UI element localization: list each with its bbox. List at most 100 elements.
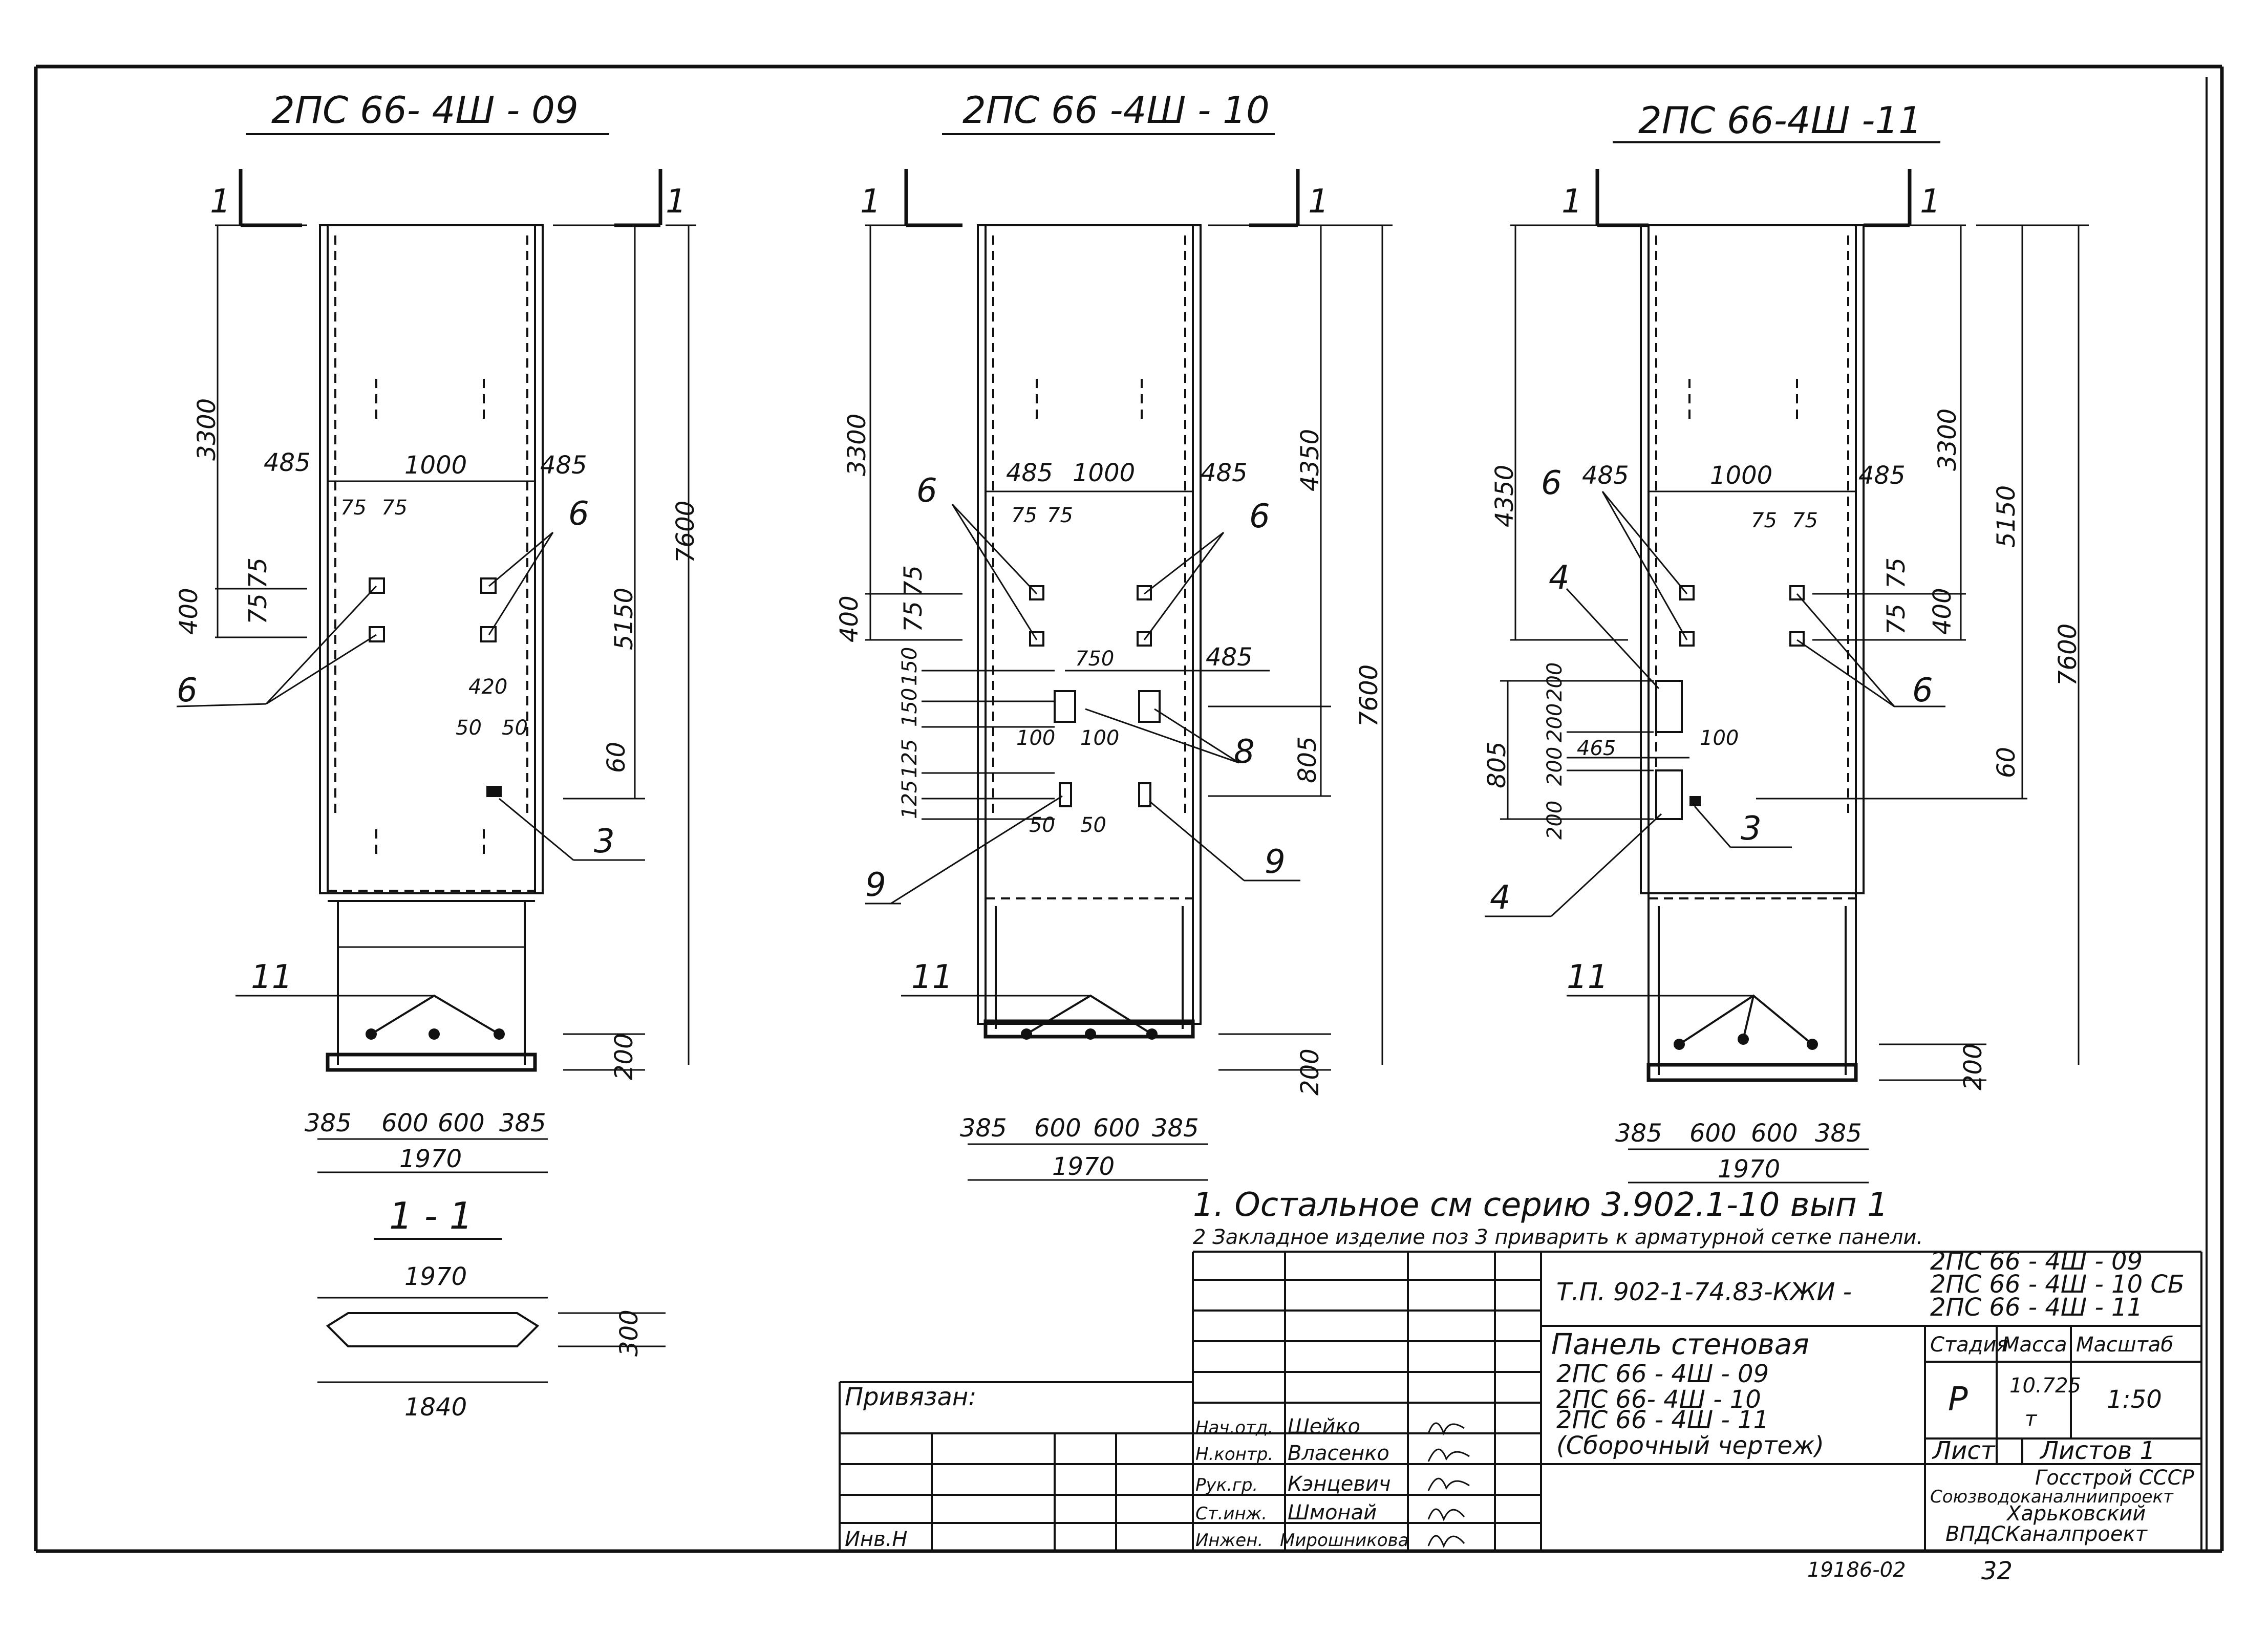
p2-dim-100b: 100 <box>1080 726 1119 750</box>
p3-dim-400: 400 <box>1928 588 1957 635</box>
panel-1-cut-left: 1 <box>210 183 231 221</box>
p1-dim-b2: 600 <box>381 1109 429 1137</box>
p2-dim-50a: 50 <box>1029 813 1055 837</box>
p3-tag-6-left: 6 <box>1541 464 1562 502</box>
item-6-c2 <box>1029 631 1044 647</box>
p3-dim-w1: 485 <box>1582 461 1629 490</box>
stamp-scale-header: Масштаб <box>2076 1333 2173 1357</box>
inventory-label: Инв.Н <box>845 1528 907 1551</box>
p2-tag-9-right: 9 <box>1265 843 1286 881</box>
item-6-c <box>369 626 385 642</box>
p3-tag-4-bottom: 4 <box>1490 879 1511 917</box>
panel-3-cut-right: 1 <box>1920 183 1941 221</box>
p1-dim-b1: 385 <box>305 1109 352 1137</box>
item-6-a2 <box>1029 585 1044 600</box>
signer-role-5: Инжен. <box>1195 1530 1263 1551</box>
p1-dim-v2: 75 <box>244 593 272 625</box>
p2-dim-b3: 600 <box>1093 1114 1140 1143</box>
doc-title-line-3: 2ПС 66- 4Ш - 10 <box>1556 1385 1761 1414</box>
panel-2-outline <box>977 224 1202 1025</box>
signer-role-2: Н.контр. <box>1195 1444 1273 1465</box>
p1-dim-400: 400 <box>175 588 203 635</box>
p1-dim-7600: 7600 <box>671 501 700 563</box>
p3-tag-11: 11 <box>1567 958 1608 996</box>
signer-name-2: Власенко <box>1288 1442 1389 1465</box>
item-6-b3 <box>1789 585 1805 600</box>
p1-dim-5150: 5150 <box>610 588 638 650</box>
p1-dim-w1: 485 <box>264 448 311 477</box>
panel-2-cut-right: 1 <box>1308 183 1329 221</box>
p1-dim-s2: 75 <box>381 496 408 520</box>
panel-1: 2ПС 66- 4Ш - 09 1 1 <box>175 89 700 1173</box>
p3-dim-7600: 7600 <box>2053 624 2082 686</box>
p2-dim-400: 400 <box>835 595 864 642</box>
signature-4 <box>1427 1508 1465 1522</box>
p3-dim-200: 200 <box>1959 1043 1987 1090</box>
p2-dim-4350: 4350 <box>1296 429 1324 491</box>
p1-tag-11: 11 <box>251 958 292 996</box>
p2-dim-750: 750 <box>1075 647 1114 671</box>
note-2: 2 Закладное изделие поз 3 приварить к ар… <box>1193 1226 1923 1249</box>
p2-dim-125a: 125 <box>898 739 922 778</box>
project-code: Т.П. 902-1-74.83-КЖИ - <box>1556 1278 1852 1306</box>
stamp-mass: 10.725 <box>2009 1374 2081 1398</box>
doc-title-line-4: 2ПС 66 - 4Ш - 11 <box>1556 1406 1769 1434</box>
panel-2: 2ПС 66 -4Ш - 10 1 1 3300 400 75 75 <box>835 89 1393 1181</box>
p2-dim-total: 1970 <box>1052 1152 1115 1181</box>
panel-3-title: 2ПС 66-4Ш -11 <box>1638 99 1922 142</box>
p3-dim-v1: 75 <box>1882 557 1911 589</box>
stamp-sheet: Лист <box>1932 1436 1996 1465</box>
p2-tag-6-left: 6 <box>916 472 937 510</box>
project-item-3: 2ПС 66 - 4Ш - 11 <box>1930 1293 2143 1322</box>
doc-title-line-5: (Сборочный чертеж) <box>1556 1431 1824 1460</box>
page-number: 32 <box>1981 1557 2013 1585</box>
item-6-a3 <box>1679 585 1695 600</box>
p3-dim-3300: 3300 <box>1933 409 1962 471</box>
item-4-a <box>1655 680 1683 733</box>
signer-name-3: Кэнцевич <box>1288 1472 1391 1496</box>
p1-dim-50b: 50 <box>502 716 528 740</box>
panel-1-cut-right: 1 <box>666 183 687 221</box>
p3-dim-200d: 200 <box>1543 801 1567 840</box>
org-line-1: Госстрой СССР <box>2035 1466 2194 1490</box>
attached-label: Привязан: <box>845 1383 976 1411</box>
p3-dim-100: 100 <box>1700 726 1739 750</box>
panel-1-outline <box>319 224 544 894</box>
p3-dim-v2: 75 <box>1882 604 1911 635</box>
p1-dim-w2: 485 <box>540 451 587 480</box>
p2-dim-50b: 50 <box>1080 813 1106 837</box>
sheet-number: 19186-02 <box>1807 1558 1906 1582</box>
p2-dim-w1: 485 <box>1006 459 1053 487</box>
p3-dim-200c: 200 <box>1543 747 1567 786</box>
stamp-mass-unit: т <box>2025 1407 2038 1431</box>
item-6-b <box>480 577 497 594</box>
p1-dim-v1: 75 <box>244 557 272 589</box>
p2-dim-150b: 150 <box>898 688 922 727</box>
p3-dim-total: 1970 <box>1718 1155 1780 1184</box>
signer-name-1: Шейко <box>1288 1415 1360 1438</box>
p3-dim-60: 60 <box>1992 747 2021 778</box>
panel-2-cut-left: 1 <box>860 183 881 221</box>
section-thickness: 300 <box>615 1309 644 1357</box>
p2-dim-w2: 485 <box>1201 459 1248 487</box>
item-9-a <box>1059 782 1072 807</box>
p3-dim-s2: 75 <box>1792 509 1818 532</box>
p2-dim-mid: 1000 <box>1073 459 1135 487</box>
note-1: 1. Остальное см серию 3.902.1-10 вып 1 <box>1193 1186 1888 1224</box>
doc-title: Панель стеновая <box>1551 1328 1809 1361</box>
section-1-1: 1 - 1 1970 1840 300 <box>317 1194 666 1422</box>
p3-dim-w2: 485 <box>1858 461 1906 490</box>
p2-dim-7600: 7600 <box>1355 664 1383 727</box>
p1-dim-420: 420 <box>468 675 507 699</box>
p3-dim-b4: 385 <box>1815 1119 1862 1148</box>
p3-dim-mid: 1000 <box>1710 461 1772 490</box>
p2-tag-8: 8 <box>1234 733 1255 771</box>
p1-tag-6-right: 6 <box>568 495 589 533</box>
org-line-3: Харьковский <box>2006 1502 2146 1526</box>
item-6-d <box>480 626 497 642</box>
p3-dim-5150: 5150 <box>1992 485 2021 548</box>
p1-dim-50a: 50 <box>456 716 482 740</box>
p2-dim-485: 485 <box>1206 643 1253 672</box>
p2-tag-11: 11 <box>911 958 953 996</box>
